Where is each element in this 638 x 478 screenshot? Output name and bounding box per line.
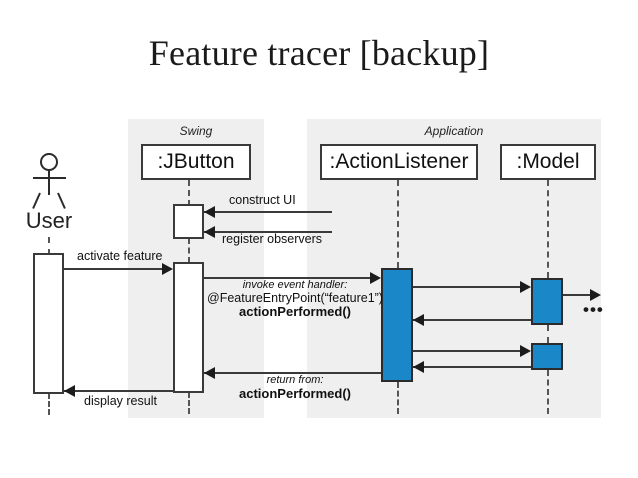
message-arrowhead-model-return-2 — [413, 361, 424, 373]
lifeline-model-2 — [547, 325, 549, 343]
message-arrowhead-invoke-handler — [370, 272, 381, 284]
message-label-return-line2: actionPerformed() — [239, 386, 351, 401]
activation-actionlistener — [381, 268, 413, 382]
activation-jbutton-construct — [173, 204, 204, 239]
message-arrowhead-activate-feature — [162, 263, 173, 275]
message-line-model-return-2 — [413, 366, 531, 368]
message-arrowhead-construct-ui — [204, 206, 215, 218]
message-arrowhead-model-return-1 — [413, 314, 424, 326]
actor-leg-left-icon — [32, 192, 41, 209]
activation-jbutton-main — [173, 262, 204, 393]
lifeline-jbutton-3 — [188, 392, 190, 414]
lifeline-user — [48, 237, 50, 255]
lifeline-head-model[interactable]: :Model — [500, 144, 596, 180]
message-arrowhead-display-result — [64, 385, 75, 397]
message-arrowhead-model-call-2 — [520, 345, 531, 357]
message-label-invoke-handler-line1: invoke event handler: — [242, 279, 348, 291]
activation-user — [33, 253, 64, 394]
lifeline-jbutton-1 — [188, 180, 190, 206]
lifeline-jbutton-2 — [188, 238, 190, 263]
group-application-label: Application — [424, 124, 484, 138]
actor-leg-right-icon — [57, 192, 66, 209]
activation-model-first — [531, 278, 563, 325]
lifeline-user-tail — [48, 393, 50, 415]
message-arrowhead-model-external — [590, 289, 601, 301]
lifeline-head-jbutton[interactable]: :JButton — [141, 144, 251, 180]
message-line-activate-feature — [64, 268, 164, 270]
message-line-construct-ui — [204, 211, 332, 213]
message-label-invoke-handler-line2: @FeatureEntryPoint(“feature1”) — [207, 291, 383, 305]
continuation-ellipsis: ••• — [583, 300, 604, 319]
activation-model-second — [531, 343, 563, 370]
actor-arms-icon — [33, 177, 66, 179]
message-label-register-observers: register observers — [222, 232, 323, 246]
page-title: Feature tracer [backup] — [148, 33, 490, 73]
message-line-register-observers — [204, 231, 332, 233]
message-arrowhead-register-observers — [204, 226, 215, 238]
lifeline-actionlistener-2 — [397, 382, 399, 414]
actor-label-user: User — [25, 208, 73, 233]
message-label-display-result: display result — [84, 394, 157, 408]
message-arrowhead-model-call-1 — [520, 281, 531, 293]
group-swing-label: Swing — [179, 124, 213, 138]
message-line-invoke-handler — [204, 277, 371, 279]
actor-body-icon — [48, 171, 50, 195]
message-label-activate-feature: activate feature — [77, 249, 163, 263]
message-line-model-return-1 — [413, 319, 531, 321]
lifeline-model-3 — [547, 370, 549, 414]
message-line-return-actionperformed — [204, 372, 381, 374]
lifeline-actionlistener-1 — [397, 180, 399, 268]
message-line-model-call-1 — [413, 286, 521, 288]
message-line-model-call-2 — [413, 350, 521, 352]
message-line-model-external — [563, 294, 591, 296]
actor-head-icon — [40, 153, 58, 171]
message-arrowhead-return-actionperformed — [204, 367, 215, 379]
message-label-invoke-handler-line3: actionPerformed() — [239, 304, 351, 319]
lifeline-model-1 — [547, 180, 549, 278]
message-label-return-line1: return from: — [266, 374, 324, 386]
message-line-display-result — [64, 390, 174, 392]
lifeline-head-actionlistener[interactable]: :ActionListener — [320, 144, 478, 180]
message-label-construct-ui: construct UI — [229, 193, 296, 207]
